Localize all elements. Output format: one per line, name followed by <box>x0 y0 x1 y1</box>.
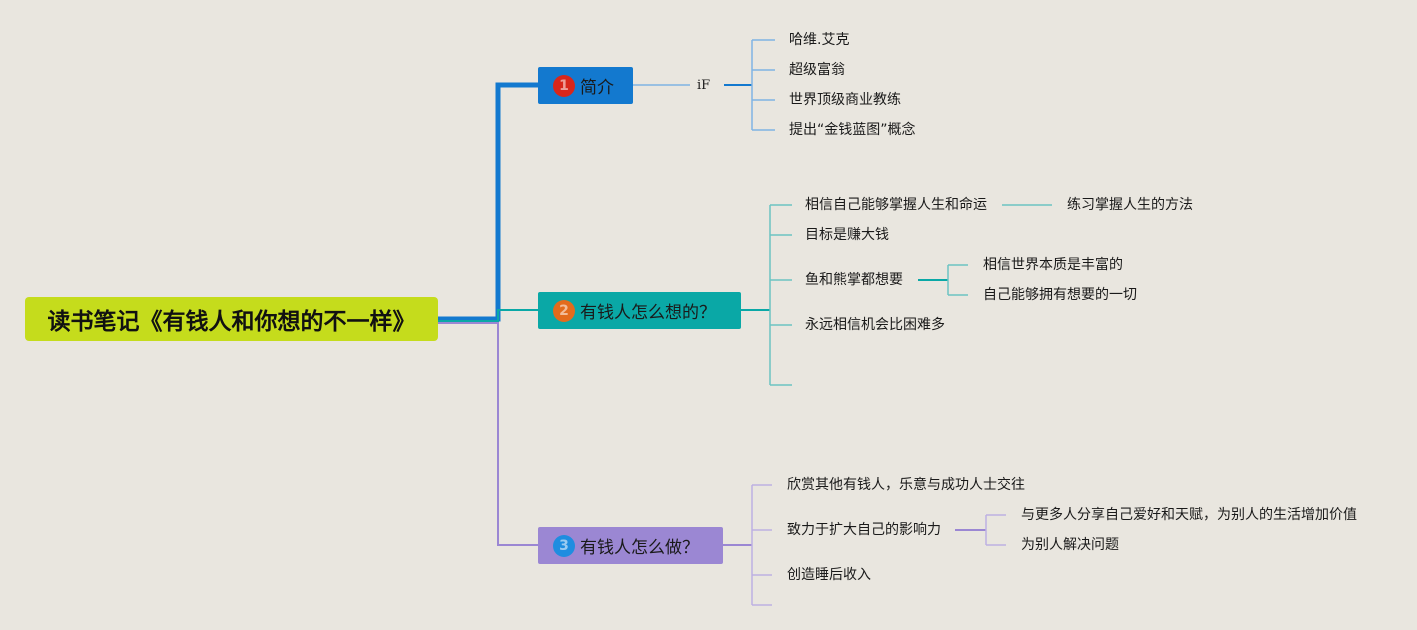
branch-intro[interactable]: 1 简介 <box>538 67 633 104</box>
branch-how-rich-think[interactable]: 2 有钱人怎么想的？ <box>538 292 741 329</box>
leaf-item[interactable]: 相信自己能够掌握人生和命运 <box>805 197 987 213</box>
sub-topic-if[interactable]: iF <box>697 78 711 93</box>
number-badge-1: 1 <box>553 74 575 97</box>
leaf-item[interactable]: 永远相信机会比困难多 <box>805 317 945 333</box>
leaf-item[interactable]: 鱼和熊掌都想要 <box>805 272 903 288</box>
branch-label: 有钱人怎么做？ <box>580 538 699 558</box>
leaf-subitem[interactable]: 相信世界本质是丰富的 <box>983 257 1123 273</box>
leaf-item[interactable]: 哈维.艾克 <box>789 32 850 48</box>
leaf-item[interactable]: 创造睡后收入 <box>787 567 871 583</box>
number-badge-2: 2 <box>553 299 575 322</box>
leaf-subitem[interactable]: 自己能够拥有想要的一切 <box>983 287 1137 303</box>
branch-label: 简介 <box>580 78 614 98</box>
leaf-item[interactable]: 欣赏其他有钱人，乐意与成功人士交往 <box>787 477 1025 493</box>
leaf-item[interactable]: 世界顶级商业教练 <box>789 92 901 108</box>
leaf-subitem[interactable]: 与更多人分享自己爱好和天赋，为别人的生活增加价值 <box>1021 507 1357 523</box>
leaf-item[interactable]: 目标是赚大钱 <box>805 227 889 243</box>
leaf-item[interactable]: 致力于扩大自己的影响力 <box>787 522 941 538</box>
leaf-subitem[interactable]: 为别人解决问题 <box>1021 537 1119 553</box>
leaf-subitem[interactable]: 练习掌握人生的方法 <box>1067 197 1193 213</box>
branch-label: 有钱人怎么想的？ <box>580 303 716 323</box>
branch-how-rich-act[interactable]: 3 有钱人怎么做？ <box>538 527 723 564</box>
leaf-item[interactable]: 超级富翁 <box>789 62 845 78</box>
leaf-item[interactable]: 提出“金钱蓝图”概念 <box>789 122 916 138</box>
number-badge-3: 3 <box>553 534 575 557</box>
root-topic[interactable]: 读书笔记《有钱人和你想的不一样》 <box>25 297 438 341</box>
